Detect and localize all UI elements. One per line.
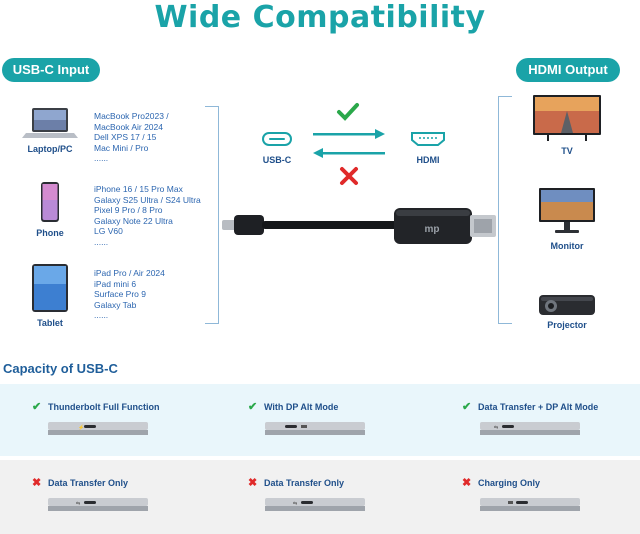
laptop-port-charging-icon (480, 498, 580, 511)
checkmark-icon: ✔ (248, 401, 258, 413)
tablet-icon (32, 264, 68, 312)
cable-icon: mp (222, 208, 496, 244)
checkmark-icon: ✔ (32, 401, 42, 413)
svg-text:⇆: ⇆ (76, 501, 80, 507)
brand-mark: mp (425, 224, 440, 235)
capacity-band-supported (0, 384, 640, 456)
ellipsis: ...... (94, 153, 109, 163)
phone-icon (41, 182, 59, 222)
capacity-label: Thunderbolt Full Function (48, 402, 160, 412)
model-item: Pixel 9 Pro / 8 Pro (94, 205, 163, 215)
arrow-right-icon (313, 129, 385, 139)
usb-c-label: USB-C (262, 155, 292, 165)
device-phone-label: Phone (36, 228, 64, 238)
model-item: Galaxy S25 Ultra / S24 Ultra (94, 194, 201, 205)
capacity-label: Data Transfer Only (48, 478, 129, 488)
model-item: LG V60 (94, 226, 123, 236)
usb-c-input-badge: USB-C Input (2, 58, 100, 82)
hdmi-label: HDMI (416, 155, 440, 165)
phone-models: iPhone 16 / 15 Pro Max Galaxy S25 Ultra … (94, 184, 201, 247)
checkmark-icon: ✔ (462, 401, 472, 413)
model-item: Galaxy Note 22 Ultra (94, 215, 173, 226)
capacity-label: Data Transfer + DP Alt Mode (478, 402, 599, 412)
svg-text:⇆: ⇆ (293, 501, 297, 507)
model-item: Dell XPS 17 / 15 (94, 132, 157, 142)
model-item: Galaxy Tab (94, 299, 137, 310)
page-title: Wide Compatibility (154, 0, 486, 35)
ellipsis: ...... (94, 310, 109, 320)
projector-icon (539, 295, 595, 315)
ellipsis: ...... (94, 236, 109, 247)
cross-icon: ✖ (248, 477, 258, 489)
output-monitor-label: Monitor (550, 241, 584, 251)
capacity-item: ✖ Data Transfer Only (248, 476, 344, 489)
device-laptop: Laptop/PC (20, 104, 80, 156)
laptop-port-usb-icon: ⇆ (265, 498, 365, 511)
model-item: iPhone 16 / 15 Pro Max (94, 184, 183, 194)
capacity-item: ✖ Charging Only (462, 476, 540, 489)
capacity-grid: ✔ Thunderbolt Full Function ✔ With DP Alt … (0, 384, 640, 534)
input-bracket (205, 106, 219, 324)
svg-text:⚡: ⚡ (78, 424, 84, 431)
laptop-port-usb-icon: ⇆ (48, 498, 148, 511)
tablet-models: iPad Pro / Air 2024 iPad mini 6 Surface … (94, 268, 165, 321)
model-item: Surface Pro 9 (94, 289, 146, 299)
hdmi-port-icon (411, 132, 445, 146)
capacity-band-unsupported (0, 460, 640, 534)
model-item: iPad mini 6 (94, 278, 137, 289)
monitor-icon (539, 188, 595, 233)
checkmark-icon (337, 103, 359, 121)
capacity-item: ✔ With DP Alt Mode (248, 400, 338, 413)
model-item: Mac Mini / Pro (94, 142, 149, 153)
output-projector-label: Projector (547, 320, 587, 330)
capacity-item: ✔ Data Transfer + DP Alt Mode (462, 400, 598, 413)
model-item: MacBook Air 2024 (94, 121, 163, 132)
device-phone: Phone (20, 180, 80, 240)
capacity-title: Capacity of USB-C (3, 361, 118, 376)
capacity-label: Charging Only (478, 478, 541, 488)
output-tv-label: TV (561, 146, 573, 156)
laptop-models: MacBook Pro2023 / MacBook Air 2024 Dell … (94, 111, 169, 164)
laptop-icon (22, 108, 78, 138)
laptop-port-usb-dp-icon: ⇆ (480, 422, 580, 435)
arrow-left-icon (313, 148, 385, 158)
svg-text:⇆: ⇆ (494, 425, 498, 431)
capacity-label: Data Transfer Only (264, 478, 345, 488)
cross-icon: ✖ (32, 477, 42, 489)
device-tablet-label: Tablet (37, 318, 63, 328)
tv-icon (533, 95, 601, 141)
usb-c-port-icon (262, 132, 292, 146)
cross-icon: ✖ (462, 477, 472, 489)
output-bracket (498, 96, 512, 324)
device-tablet: Tablet (20, 262, 80, 330)
cross-icon (340, 167, 358, 185)
laptop-port-thunderbolt-icon: ⚡ (48, 422, 148, 435)
model-item: iPad Pro / Air 2024 (94, 268, 165, 278)
model-item: MacBook Pro2023 / (94, 111, 169, 121)
capacity-item: ✖ Data Transfer Only (32, 476, 128, 489)
device-laptop-label: Laptop/PC (27, 144, 73, 154)
hdmi-output-badge: HDMI Output (516, 58, 620, 82)
laptop-port-dp-icon (265, 422, 365, 435)
capacity-label: With DP Alt Mode (264, 402, 339, 412)
capacity-item: ✔ Thunderbolt Full Function (32, 400, 159, 413)
